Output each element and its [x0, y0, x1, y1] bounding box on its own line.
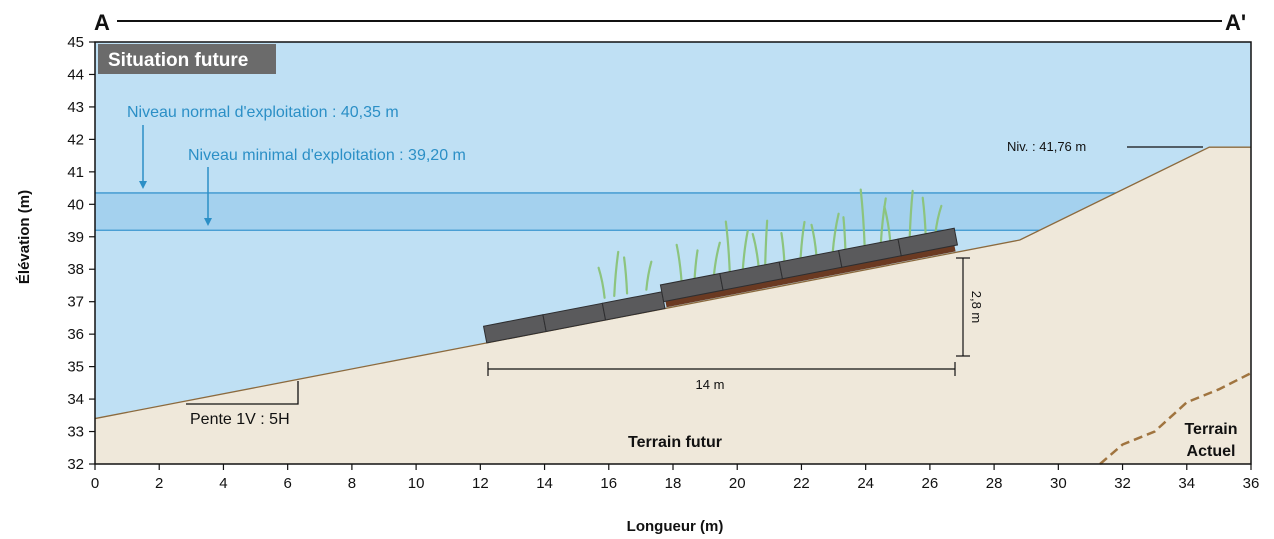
situation-badge: [98, 44, 276, 74]
section-end-label: A': [1225, 10, 1246, 35]
terrain-futur-label: Terrain futur: [628, 434, 722, 451]
x-tick-label: 28: [986, 475, 1003, 492]
x-axis-title: Longueur (m): [627, 518, 724, 535]
grass-blade-15: [831, 212, 840, 255]
terrain-actuel-line: [1099, 371, 1252, 465]
grass-blade-9: [741, 230, 749, 273]
y-tick-label: 37: [67, 294, 84, 311]
y-tick-label: 39: [67, 229, 84, 246]
minimal-level-arrowhead: [204, 218, 212, 226]
x-tick-label: 16: [600, 475, 617, 492]
grass-blade-19: [883, 205, 892, 244]
terrain-futur-ground: [95, 147, 1251, 464]
grass-blade-4: [645, 260, 653, 291]
grass-blade-20: [908, 189, 914, 240]
grass-blade-2: [613, 250, 620, 298]
x-tick-label: 34: [1178, 475, 1195, 492]
y-tick-label: 44: [67, 66, 84, 83]
grass-blade-14: [810, 223, 818, 258]
x-tick-label: 0: [91, 475, 99, 492]
y-tick-label: 40: [67, 196, 84, 213]
x-tick-label: 18: [665, 475, 682, 492]
height-dimension-label: 2,8 m: [969, 291, 984, 324]
crest-level-label: Niv. : 41,76 m: [1007, 139, 1086, 154]
aquatic-vegetation: [597, 188, 943, 299]
x-tick-label: 12: [472, 475, 489, 492]
y-tick-label: 38: [67, 261, 84, 278]
y-axis-ticks: 32 33 34 35 36 37 38 39 40 41 42 43 44 45: [67, 34, 95, 473]
grass-blade-12: [780, 231, 786, 265]
y-tick-label: 32: [67, 456, 84, 473]
x-tick-label: 20: [729, 475, 746, 492]
x-tick-label: 30: [1050, 475, 1067, 492]
grass-blade-11: [764, 219, 769, 268]
grass-blade-8: [724, 220, 731, 275]
width-dimension-label: 14 m: [696, 377, 725, 392]
x-tick-label: 10: [408, 475, 425, 492]
grass-blade-21: [921, 196, 927, 237]
x-tick-label: 8: [348, 475, 356, 492]
normal-level-label: Niveau normal d'exploitation : 40,35 m: [127, 104, 399, 121]
grass-blade-6: [693, 249, 699, 282]
x-tick-label: 32: [1114, 475, 1131, 492]
grass-blade-17: [859, 188, 866, 249]
x-tick-label: 6: [283, 475, 291, 492]
x-tick-label: 2: [155, 475, 163, 492]
mat-block-8: [897, 227, 959, 257]
terrain-actuel-label-line1: Terrain: [1184, 421, 1237, 438]
normal-level-arrowhead: [139, 181, 147, 189]
y-axis-title: Élévation (m): [16, 190, 33, 284]
terrain-actuel-label-line2: Actuel: [1187, 443, 1236, 460]
situation-badge-text: Situation future: [108, 50, 248, 71]
y-tick-label: 41: [67, 164, 84, 181]
slope-indicator: [186, 381, 299, 405]
grass-blade-13: [799, 220, 806, 262]
grass-blade-18: [879, 197, 887, 246]
x-tick-label: 4: [219, 475, 227, 492]
y-tick-label: 42: [67, 131, 84, 148]
x-tick-label: 36: [1243, 475, 1260, 492]
grass-blade-10: [751, 232, 760, 270]
y-tick-label: 33: [67, 424, 84, 441]
wood-strip: [665, 244, 956, 308]
grass-blade-5: [675, 243, 683, 284]
grass-blade-3: [622, 256, 629, 295]
slope-label: Pente 1V : 5H: [190, 411, 290, 428]
y-tick-label: 34: [67, 391, 84, 408]
x-tick-label: 26: [922, 475, 939, 492]
section-start-label: A: [94, 10, 110, 35]
y-tick-label: 35: [67, 359, 84, 376]
y-tick-label: 36: [67, 326, 84, 343]
x-tick-label: 14: [536, 475, 553, 492]
y-tick-label: 45: [67, 34, 84, 51]
minimal-level-label: Niveau minimal d'exploitation : 39,20 m: [188, 147, 466, 164]
grass-blade-1: [597, 266, 606, 299]
grass-blade-7: [712, 241, 721, 278]
y-tick-label: 43: [67, 99, 84, 116]
x-tick-label: 24: [857, 475, 874, 492]
vegetated-mat: [482, 227, 959, 344]
grass-blade-16: [842, 216, 847, 253]
x-tick-label: 22: [793, 475, 810, 492]
